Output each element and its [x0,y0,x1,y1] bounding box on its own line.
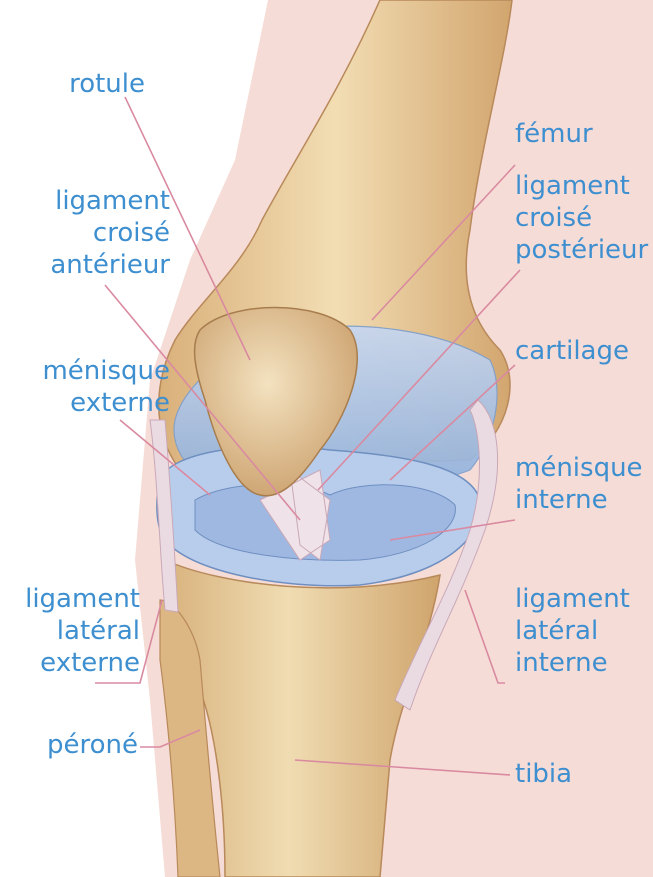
label-menisque-externe-line-1: ménisque [10,355,170,387]
label-menisque-externe: ménisque externe [10,355,170,419]
label-lli-line-2: latéral [515,615,630,647]
label-perone-line-1: péroné [30,729,138,761]
label-lcp-line-2: croisé [515,202,648,234]
label-lca-line-1: ligament [10,185,170,217]
label-perone: péroné [30,729,138,761]
label-ligament-croise-anterieur: ligament croisé antérieur [10,185,170,281]
label-femur-line-1: fémur [515,118,593,150]
label-ligament-lateral-interne: ligament latéral interne [515,583,630,679]
label-cartilage-line-1: cartilage [515,335,629,367]
label-lli-line-3: interne [515,647,630,679]
label-lli-line-1: ligament [515,583,630,615]
label-lca-line-3: antérieur [10,249,170,281]
label-femur: fémur [515,118,593,150]
label-lle-line-1: ligament [10,583,140,615]
label-menisque-externe-line-2: externe [10,387,170,419]
label-tibia: tibia [515,758,572,790]
label-lcp-line-3: postérieur [515,234,648,266]
label-menisque-interne: ménisque interne [515,452,643,516]
label-ligament-croise-posterieur: ligament croisé postérieur [515,170,648,266]
label-lca-line-2: croisé [10,217,170,249]
label-rotule-line-1: rotule [55,68,145,100]
label-ligament-lateral-externe: ligament latéral externe [10,583,140,679]
label-lle-line-2: latéral [10,615,140,647]
label-tibia-line-1: tibia [515,758,572,790]
label-rotule: rotule [55,68,145,100]
label-lcp-line-1: ligament [515,170,648,202]
label-lle-line-3: externe [10,647,140,679]
label-menisque-interne-line-2: interne [515,484,643,516]
label-cartilage: cartilage [515,335,629,367]
label-menisque-interne-line-1: ménisque [515,452,643,484]
